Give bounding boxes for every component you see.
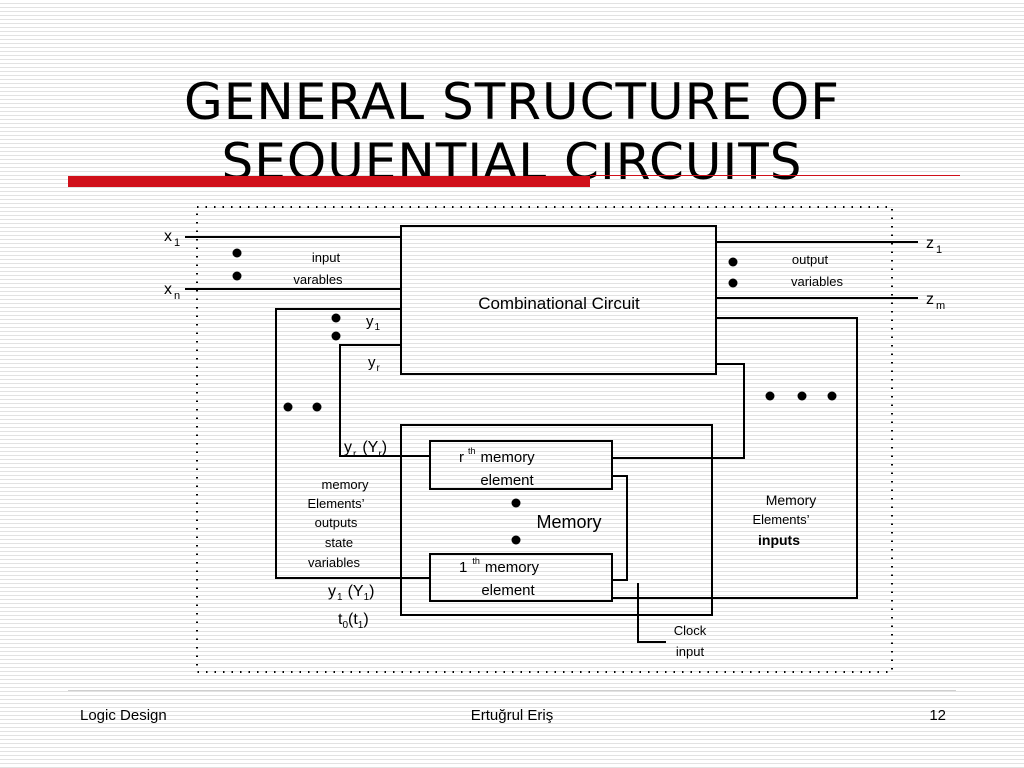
state-y1-label: y1 [366, 313, 381, 333]
ellipsis-dot [765, 391, 775, 401]
ellipsis-dot [232, 271, 242, 281]
ellipsis-dot [312, 402, 322, 412]
feedback-line-y1 [275, 308, 430, 579]
output-variables-label-2: variables [791, 274, 844, 289]
memory-inputs-label-3: inputs [758, 532, 800, 548]
memory-outputs-label-3: outputs [315, 515, 358, 530]
memory-outputs-label-1: memory [322, 477, 369, 492]
dotted-border [196, 206, 893, 673]
slide-title: GENERAL STRUCTURE OF SEQUENTIAL CIRCUITS [0, 72, 1024, 192]
r-th-memory-element-box [429, 440, 613, 490]
combinational-circuit-box [400, 225, 717, 375]
y1-Y1-label: y1(Y1) [328, 583, 374, 603]
feedback-line-yr [339, 344, 430, 457]
input-variables-label-1: input [312, 250, 341, 265]
ellipsis-dot [283, 402, 293, 412]
memory-outputs-label-5: variables [308, 555, 361, 570]
output-variables-label-1: output [792, 252, 829, 267]
ellipsis-dot [331, 331, 341, 341]
combinational-circuit-label: Combinational Circuit [478, 294, 640, 313]
yr-Yr-label: yr(Yr) [344, 439, 387, 460]
memory-outputs-label-4: state [325, 535, 353, 550]
ellipsis-dot [331, 313, 341, 323]
clock-distribution-line [612, 475, 628, 581]
footer-page-number: 12 [929, 707, 946, 724]
footer-divider [68, 690, 956, 691]
state-yr-label: yr [368, 354, 381, 374]
input-variables-label-2: varables [293, 272, 343, 287]
ellipsis-dot [728, 278, 738, 288]
clock-input-label-2: input [676, 644, 705, 659]
ellipsis-dot [827, 391, 837, 401]
ellipsis-dot [511, 498, 521, 508]
title-line-1: GENERAL STRUCTURE OF [183, 72, 840, 131]
ellipsis-dot [511, 535, 521, 545]
title-accent-bar [68, 176, 590, 187]
ellipsis-dot [797, 391, 807, 401]
ellipsis-dot [728, 257, 738, 267]
r-th-memory-element-label-2: element [480, 472, 534, 489]
memory-block-label: Memory [536, 512, 601, 532]
clock-input-label-1: Clock [674, 623, 707, 638]
footer-course: Logic Design [80, 707, 167, 724]
memory-inputs-label-2: Elements’ [752, 512, 809, 527]
memory-inputs-label-1: Memory [766, 492, 817, 508]
ellipsis-dot [232, 248, 242, 258]
clock-input-line [637, 583, 666, 643]
memory-outputs-label-2: Elements’ [307, 496, 364, 511]
t0-t1-label: t0(t1) [338, 611, 369, 631]
memory-block-box [400, 424, 713, 616]
first-memory-element-label-2: element [481, 582, 535, 599]
next-state-line-Y1 [612, 317, 858, 599]
next-state-line-Yr [612, 363, 745, 459]
title-accent-line [590, 175, 960, 176]
footer-author: Ertuğrul Eriş [470, 707, 554, 724]
